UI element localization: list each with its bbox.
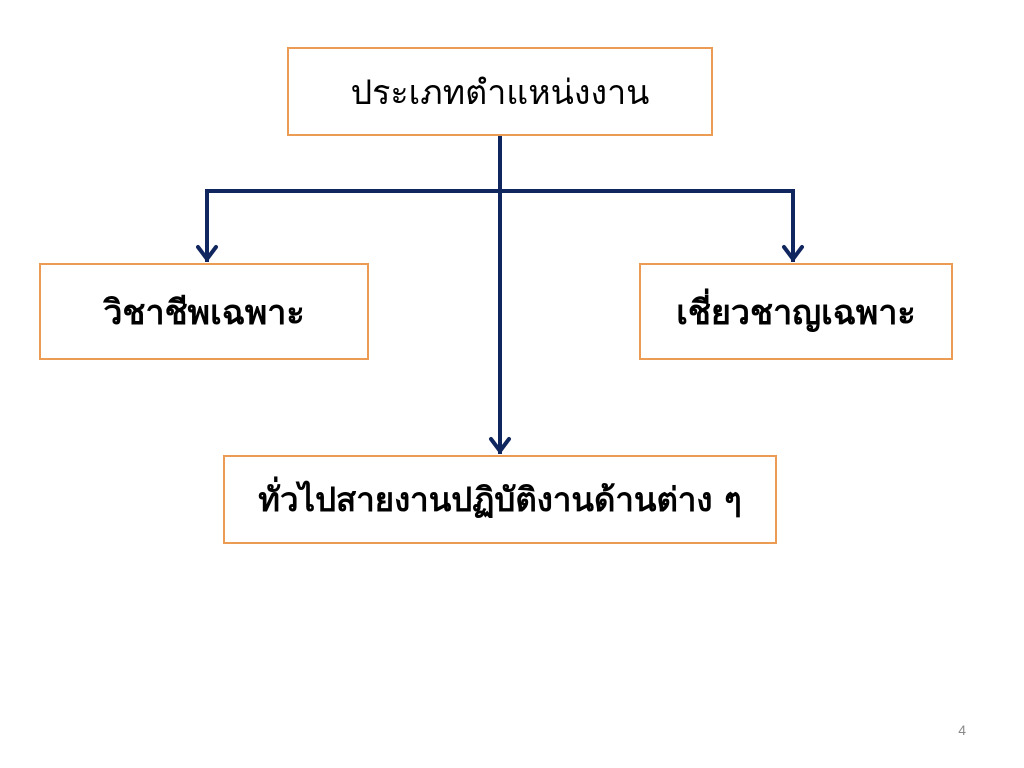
page-number: 4 xyxy=(958,722,966,738)
child-node-bottom-box: ทั่วไปสายงานปฏิบัติงานด้านต่าง ๆ xyxy=(223,455,777,544)
child-node-left-box: วิชาชีพเฉพาะ xyxy=(39,263,369,360)
left-arrowhead xyxy=(196,245,218,261)
root-node-box: ประเภทตำแหน่งงาน xyxy=(287,47,713,136)
bottom-arrowhead xyxy=(489,437,511,453)
child-node-bottom-label: ทั่วไปสายงานปฏิบัติงานด้านต่าง ๆ xyxy=(258,480,742,519)
child-node-left-label: วิชาชีพเฉพาะ xyxy=(103,292,305,333)
right-arrowhead xyxy=(782,245,804,261)
child-node-right-label: เชี่ยวชาญเฉพาะ xyxy=(676,292,916,333)
root-node-label: ประเภทตำแหน่งงาน xyxy=(350,72,650,113)
child-node-right-box: เชี่ยวชาญเฉพาะ xyxy=(639,263,953,360)
